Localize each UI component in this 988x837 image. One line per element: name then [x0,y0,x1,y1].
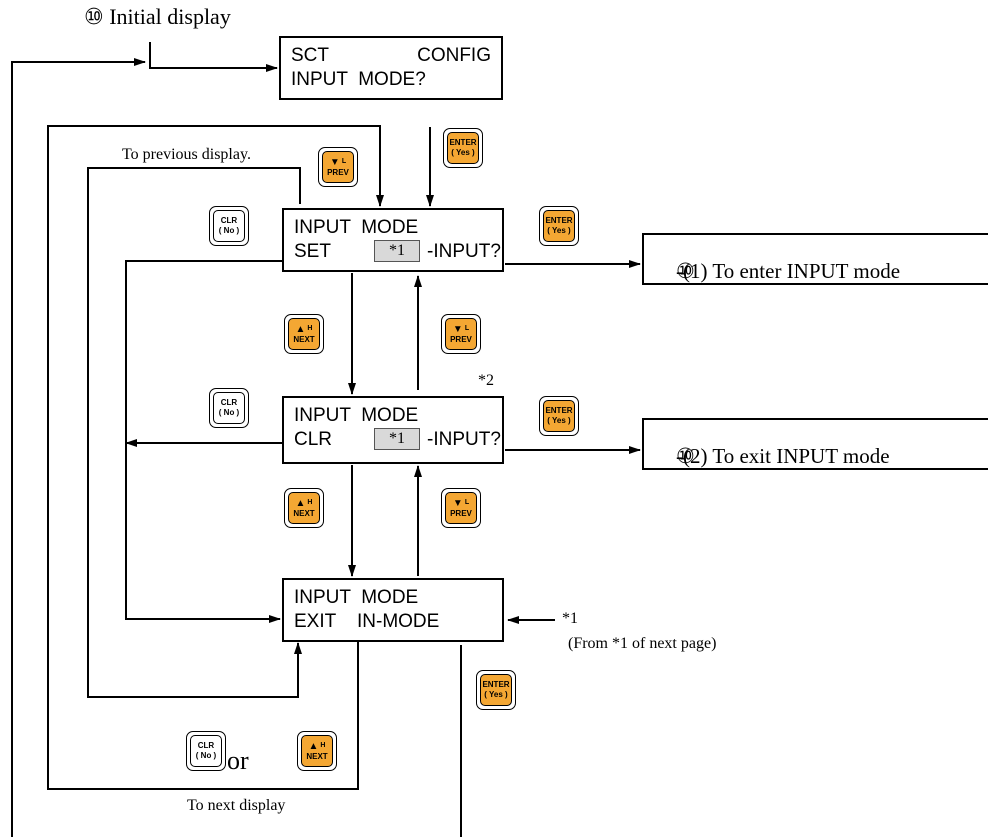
next-key-face: ▲H NEXT [288,492,320,524]
up-triangle-icon: ▲ [308,740,319,752]
screen-line-2: INPUT MODE? [291,69,426,90]
next-key-face: ▲H NEXT [288,318,320,350]
prev-key-face: ▼L PREV [445,318,477,350]
enter-key-label: ENTER [449,138,477,147]
prev-key-label: PREV [450,334,472,344]
screen-line-1: INPUT MODE [294,217,419,238]
step-ten-icon: ⑩ [676,259,695,283]
next-key-face: ▲H NEXT [301,735,333,767]
dest-exit-label: -(2) To exit INPUT mode [676,444,890,468]
initial-display-label: ⑩ Initial display [84,4,231,30]
down-triangle-icon: ▼ [452,323,463,335]
enter-key[interactable]: ENTER ( Yes ) [539,396,579,436]
next-key-sup: H [307,324,313,332]
enter-key-label: ENTER [545,216,573,225]
star2-note: *2 [478,372,494,389]
clr-key-label: CLR [197,741,215,750]
down-triangle-icon: ▼ [329,156,340,168]
clr-key[interactable]: CLR ( No ) [209,388,249,428]
screen-set-input: INPUT MODE SET *1 -INPUT? [282,208,504,272]
up-triangle-icon: ▲ [295,323,306,335]
next-key-label: NEXT [293,334,315,344]
clr-key-sublabel: ( No ) [195,751,217,760]
clr-key[interactable]: CLR ( No ) [209,206,249,246]
clr-key-sublabel: ( No ) [218,226,240,235]
dest-exit-input-mode: ⑩-(2) To exit INPUT mode [642,418,988,470]
next-key-label: NEXT [293,508,315,518]
step-ten-icon: ⑩ [84,5,104,30]
screen-line-1: INPUT MODE [294,587,419,608]
enter-key-face: ENTER ( Yes ) [447,132,479,164]
down-triangle-icon: ▼ [452,497,463,509]
dest-enter-input-mode: ⑩-(1) To enter INPUT mode [642,233,988,285]
screen-sct-config: SCT CONFIG INPUT MODE? [279,36,503,100]
prev-key-label: PREV [327,167,349,177]
prev-key-sup: L [464,324,470,332]
enter-key-face: ENTER ( Yes ) [543,400,575,432]
from-next-page-note: (From *1 of next page) [568,635,717,652]
enter-key-label: ENTER [545,406,573,415]
screen-line-2-right: -INPUT? [427,429,501,450]
clr-key-face: CLR ( No ) [213,392,245,424]
enter-key-sublabel: ( Yes ) [547,226,571,235]
screen-line-1-right: CONFIG [417,45,491,66]
next-key[interactable]: ▲H NEXT [284,488,324,528]
next-key-sup: H [307,498,313,506]
enter-key-sublabel: ( Yes ) [451,148,475,157]
prev-key-sup: L [341,157,347,165]
initial-display-text: Initial display [109,4,231,29]
next-key-sup: H [320,741,326,749]
next-key-label: NEXT [306,751,328,761]
to-next-label: To next display [187,797,286,814]
clr-key-label: CLR [220,398,238,407]
clr-key-label: CLR [220,216,238,225]
prev-key[interactable]: ▼L PREV [441,314,481,354]
prev-key[interactable]: ▼L PREV [318,147,358,187]
up-triangle-icon: ▲ [295,497,306,509]
clr-key-sublabel: ( No ) [218,408,240,417]
prev-key-face: ▼L PREV [322,151,354,183]
enter-key-face: ENTER ( Yes ) [480,674,512,706]
screen-exit-in-mode: INPUT MODE EXIT IN-MODE [282,578,504,642]
dest-enter-label: -(1) To enter INPUT mode [676,259,901,283]
next-key[interactable]: ▲H NEXT [284,314,324,354]
prev-key[interactable]: ▼L PREV [441,488,481,528]
star1-note: *1 [562,610,578,627]
step-ten-icon: ⑩ [676,444,695,468]
screen-line-1: INPUT MODE [294,405,419,426]
screen-clr-input: INPUT MODE CLR *1 -INPUT? [282,396,504,464]
enter-key-sublabel: ( Yes ) [484,690,508,699]
next-key[interactable]: ▲H NEXT [297,731,337,771]
enter-key[interactable]: ENTER ( Yes ) [476,670,516,710]
enter-key-label: ENTER [482,680,510,689]
screen-line-2: CLR [294,429,333,450]
prev-key-sup: L [464,498,470,506]
star1-field: *1 [374,428,420,450]
to-previous-label: To previous display. [122,146,251,163]
screen-line-1: SCT [291,45,329,66]
screen-line-2: EXIT IN-MODE [294,611,440,632]
enter-key-face: ENTER ( Yes ) [543,210,575,242]
enter-key-sublabel: ( Yes ) [547,416,571,425]
or-label: or [227,746,249,775]
prev-key-label: PREV [450,508,472,518]
prev-key-face: ▼L PREV [445,492,477,524]
enter-key[interactable]: ENTER ( Yes ) [539,206,579,246]
screen-line-2: SET [294,241,331,262]
screen-line-2-right: -INPUT? [427,241,501,262]
clr-key[interactable]: CLR ( No ) [186,731,226,771]
star1-field: *1 [374,240,420,262]
clr-key-face: CLR ( No ) [213,210,245,242]
enter-key[interactable]: ENTER ( Yes ) [443,128,483,168]
clr-key-face: CLR ( No ) [190,735,222,767]
